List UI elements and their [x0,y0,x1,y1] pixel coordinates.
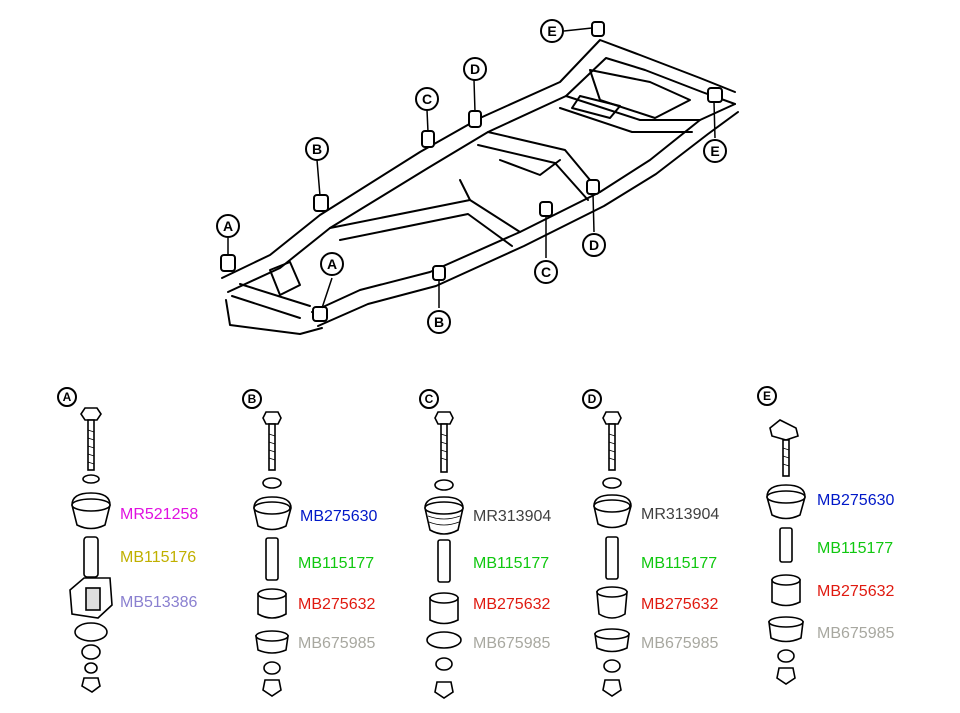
stack-d-part-4: MB675985 [641,635,719,652]
frame-callout-a-front-left: A [216,214,240,238]
stack-c-part-1: MR313904 [473,508,552,525]
stack-a-drawing [69,407,113,693]
stack-b-part-3: MB275632 [298,596,376,613]
frame-callout-c-left: C [415,87,439,111]
stack-c-drawing [424,411,464,699]
frame-callout-a-front-right: A [320,252,344,276]
frame-callout-d-left: D [463,57,487,81]
stack-c-part-2: MB115177 [473,555,550,572]
frame-callout-e-right: E [703,139,727,163]
stack-c-header: C [419,389,439,409]
stack-e-part-4: MB675985 [817,625,895,642]
frame-callout-e-left: E [540,19,564,43]
stack-e-header: E [757,386,777,406]
stack-d-part-2: MB115177 [641,555,718,572]
frame-callout-b-left: B [305,137,329,161]
stack-e-part-3: MB275632 [817,583,895,600]
stack-a-header: A [57,387,77,407]
stack-e-drawing [766,419,806,685]
frame-callout-b-right: B [427,310,451,334]
stack-a-part-2: MB115176 [120,549,197,566]
chassis-frame [221,39,739,335]
stack-c-part-4: MB675985 [473,635,551,652]
stack-c-part-3: MB275632 [473,596,551,613]
frame-callout-d-right: D [582,233,606,257]
callout-leaders [227,27,716,309]
stack-d-drawing [593,411,632,697]
stack-b-drawing [253,411,292,697]
stack-b-header: B [242,389,262,409]
frame-callout-c-right: C [534,260,558,284]
stack-d-header: D [582,389,602,409]
stack-b-part-1: MB275630 [300,508,378,525]
stack-b-part-4: MB675985 [298,635,376,652]
stack-e-part-2: MB115177 [817,540,894,557]
stack-d-part-3: MB275632 [641,596,719,613]
stack-a-part-3: MB513386 [120,594,198,611]
stack-d-part-1: MR313904 [641,506,720,523]
stack-b-part-2: MB115177 [298,555,375,572]
stack-e-part-1: MB275630 [817,492,895,509]
stack-a-part-1: MR521258 [120,506,199,523]
